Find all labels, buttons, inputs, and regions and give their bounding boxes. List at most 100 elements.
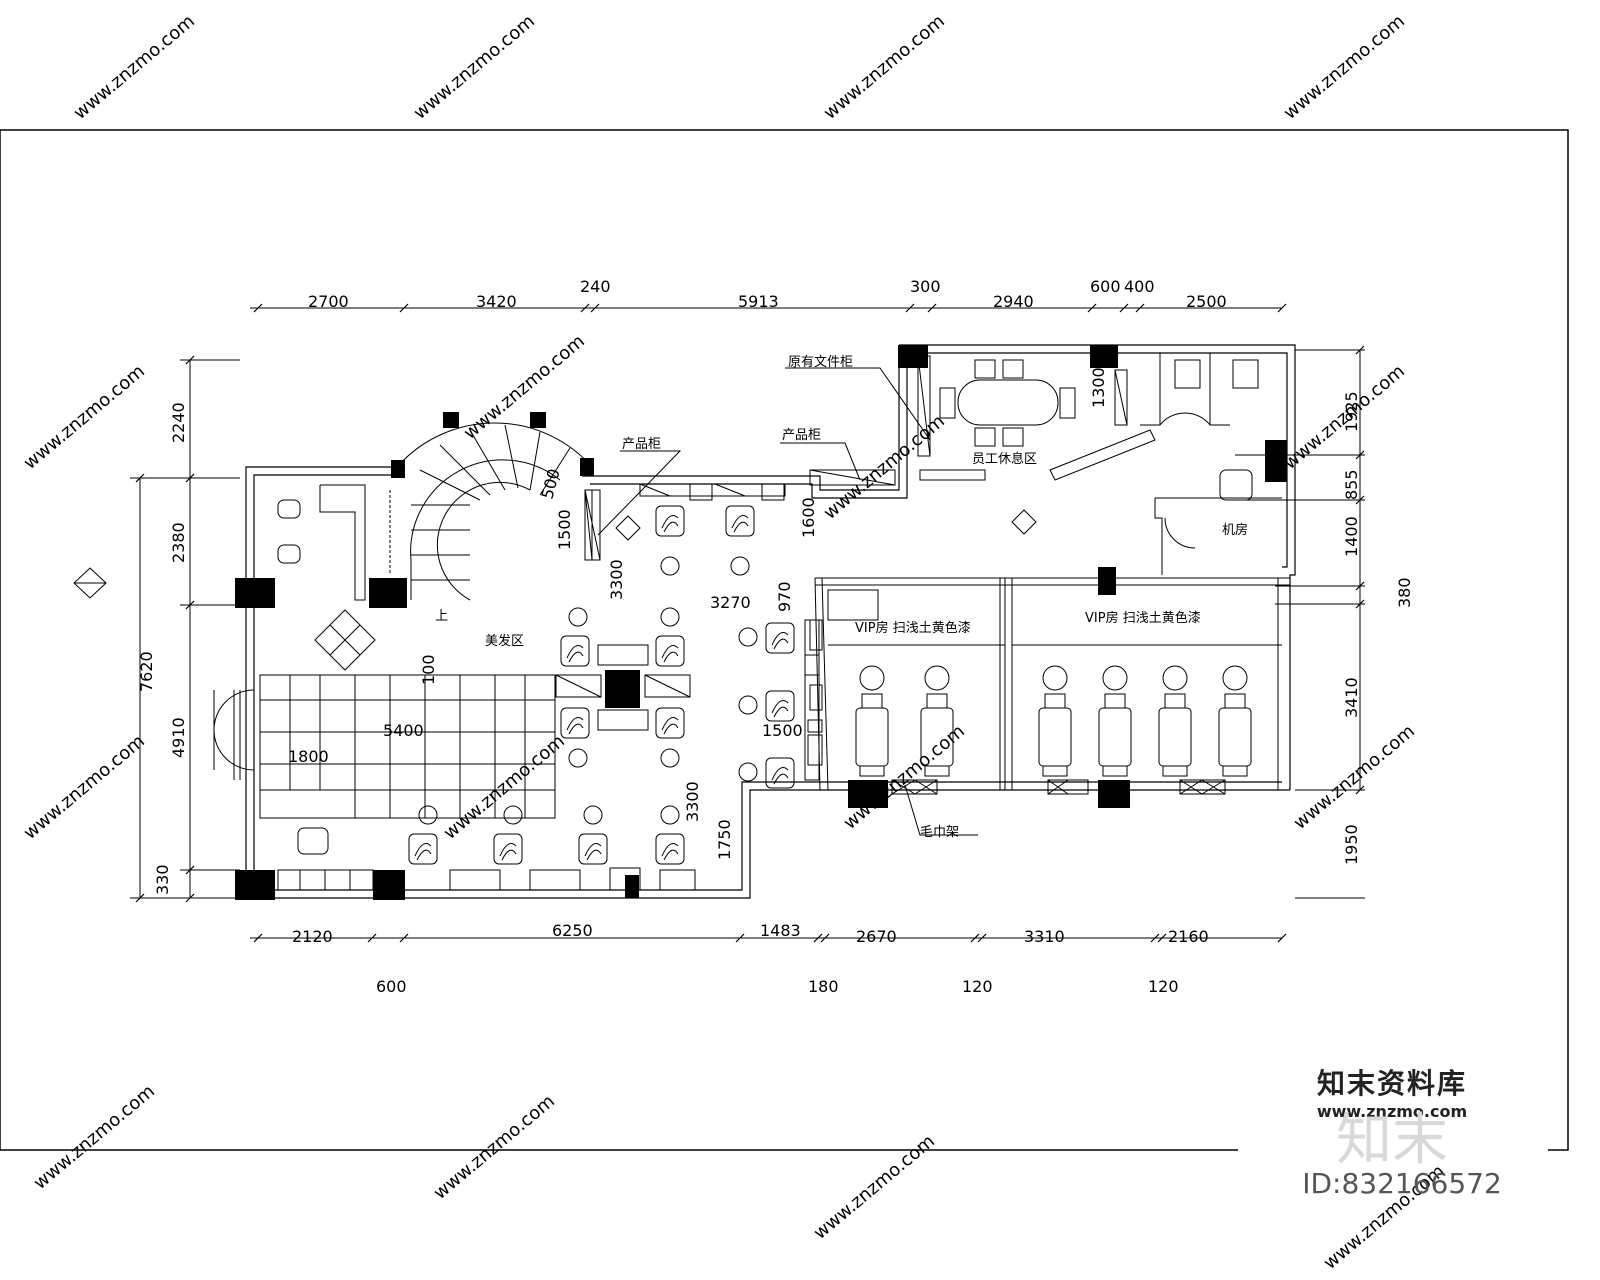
watermark-text: www.znzmo.com (810, 1131, 939, 1244)
dim-top-4: 5913 (738, 292, 779, 311)
dim-bottom-1: 2120 (292, 927, 333, 946)
stool (418, 805, 438, 825)
label-product-cabinet-right: 产品柜 (782, 428, 821, 443)
label-towel-rack: 毛巾架 (920, 825, 959, 840)
watermark-layer: www.znzmo.com www.znzmo.com www.znzmo.com w… (20, 11, 1449, 1274)
styling-chair (765, 757, 795, 789)
dimension-tick (1157, 933, 1167, 943)
dimension-tick (253, 303, 263, 313)
chair-seat-detail (499, 843, 517, 861)
dim-left-3: 4910 (169, 717, 188, 758)
bed-neck (1164, 693, 1186, 709)
bed-foot (859, 765, 885, 777)
wash-bed (855, 707, 889, 767)
interior-dimensions: 1500 3300 1600 3270 970 1500 3300 1750 1… (288, 367, 1108, 860)
structural-columns (235, 345, 1287, 900)
styling-chair (765, 622, 795, 654)
bed-neck (861, 693, 883, 709)
dim-int-10: 5400 (383, 721, 424, 740)
chair-seat-detail (771, 767, 789, 785)
dim-int-12: 500 (538, 467, 564, 501)
dimension-tick (1277, 933, 1287, 943)
label-vip-room-1: VIP房 扫浅土黄色漆 (855, 620, 971, 636)
dimension-tick (1087, 303, 1097, 313)
stool (738, 695, 758, 715)
styling-chair (560, 635, 590, 667)
dim-top-5: 300 (910, 277, 941, 296)
styling-chair (560, 707, 590, 739)
drawing-frame (0, 129, 1569, 1151)
dimension-tick (185, 893, 195, 903)
styling-chair (655, 707, 685, 739)
dim-bottom-2: 6250 (552, 921, 593, 940)
dimension-tick (735, 933, 745, 943)
chair-seat-detail (566, 717, 584, 735)
dim-gap-3: 120 (962, 977, 993, 996)
watermark-text: www.znzmo.com (30, 1081, 159, 1194)
wash-bed (1218, 707, 1252, 767)
dimension-tick (1135, 303, 1145, 313)
dim-int-7: 3300 (683, 781, 702, 822)
watermark-text: www.znzmo.com (430, 1091, 559, 1204)
watermark-text: www.znzmo.com (1280, 11, 1409, 124)
watermark-text: www.znzmo.com (70, 11, 199, 124)
stool (730, 556, 750, 576)
dimension-tick (135, 473, 145, 483)
dimension-tick (970, 933, 980, 943)
dimension-tick (399, 933, 409, 943)
product-cabinets (449, 355, 931, 891)
dim-int-8: 1750 (715, 819, 734, 860)
dimension-tick (590, 303, 600, 313)
dimension-tick (185, 600, 195, 610)
dimension-tick (253, 933, 263, 943)
dimension-tick (367, 933, 377, 943)
label-stairs-up: 上 (435, 609, 448, 624)
watermark-text: www.znzmo.com (20, 361, 149, 474)
section-markers (73, 509, 1037, 599)
stool (503, 805, 523, 825)
dim-gap-4: 120 (1148, 977, 1179, 996)
dim-int-3: 1600 (799, 497, 818, 538)
bed-foot (924, 765, 950, 777)
wash-basin (1042, 665, 1068, 691)
staff-rest-room-furniture (919, 359, 1259, 501)
chair-seat-detail (771, 700, 789, 718)
dim-left-4: 330 (153, 864, 172, 895)
stool (660, 607, 680, 627)
right-dimensions: 1925 855 1400 3410 1950 380 (1342, 391, 1414, 865)
chair-seat-detail (771, 632, 789, 650)
dim-right-3: 1400 (1342, 516, 1361, 557)
dim-bottom-3: 1483 (760, 921, 801, 940)
stool (583, 805, 603, 825)
dimension-tick (1355, 599, 1365, 609)
dim-left-1: 2240 (169, 402, 188, 443)
top-dimensions: 2700 3420 240 5913 300 2940 600 400 2500 (308, 277, 1227, 311)
dimension-tick (1355, 495, 1365, 505)
dim-int-1: 1500 (555, 509, 574, 550)
dimension-tick (580, 303, 590, 313)
wash-basin (859, 665, 885, 691)
wash-bed (1038, 707, 1072, 767)
vip-wash-beds (855, 665, 1252, 777)
chair-seat-detail (661, 843, 679, 861)
room-labels: 原有文件柜 产品柜 产品柜 员工休息区 机房 VIP房 扫浅土黄色漆 VIP房 … (435, 355, 1248, 840)
styling-chair (725, 505, 755, 537)
styling-chair (493, 833, 523, 865)
dim-int-6: 1500 (762, 721, 803, 740)
dim-int-13: 1300 (1089, 367, 1108, 408)
watermark-text: www.znzmo.com (410, 11, 539, 124)
wash-basin (1162, 665, 1188, 691)
dim-top-3: 240 (580, 277, 611, 296)
brand-logo: 知末资料库 www.znzmo.com 知末 ID:832166572 (1262, 1062, 1522, 1200)
label-staff-rest-area: 员工休息区 (972, 451, 1037, 467)
wash-bed (1158, 707, 1192, 767)
dimension-tick (185, 473, 195, 483)
stair-corner-posts (391, 412, 594, 478)
frame-notch (1238, 1143, 1548, 1157)
watermark-text: www.znzmo.com (20, 731, 149, 844)
styling-chair (408, 833, 438, 865)
wash-bed (1098, 707, 1132, 767)
reception-furniture (277, 484, 376, 891)
dim-int-11: 1800 (288, 747, 329, 766)
chair-seat-detail (661, 717, 679, 735)
